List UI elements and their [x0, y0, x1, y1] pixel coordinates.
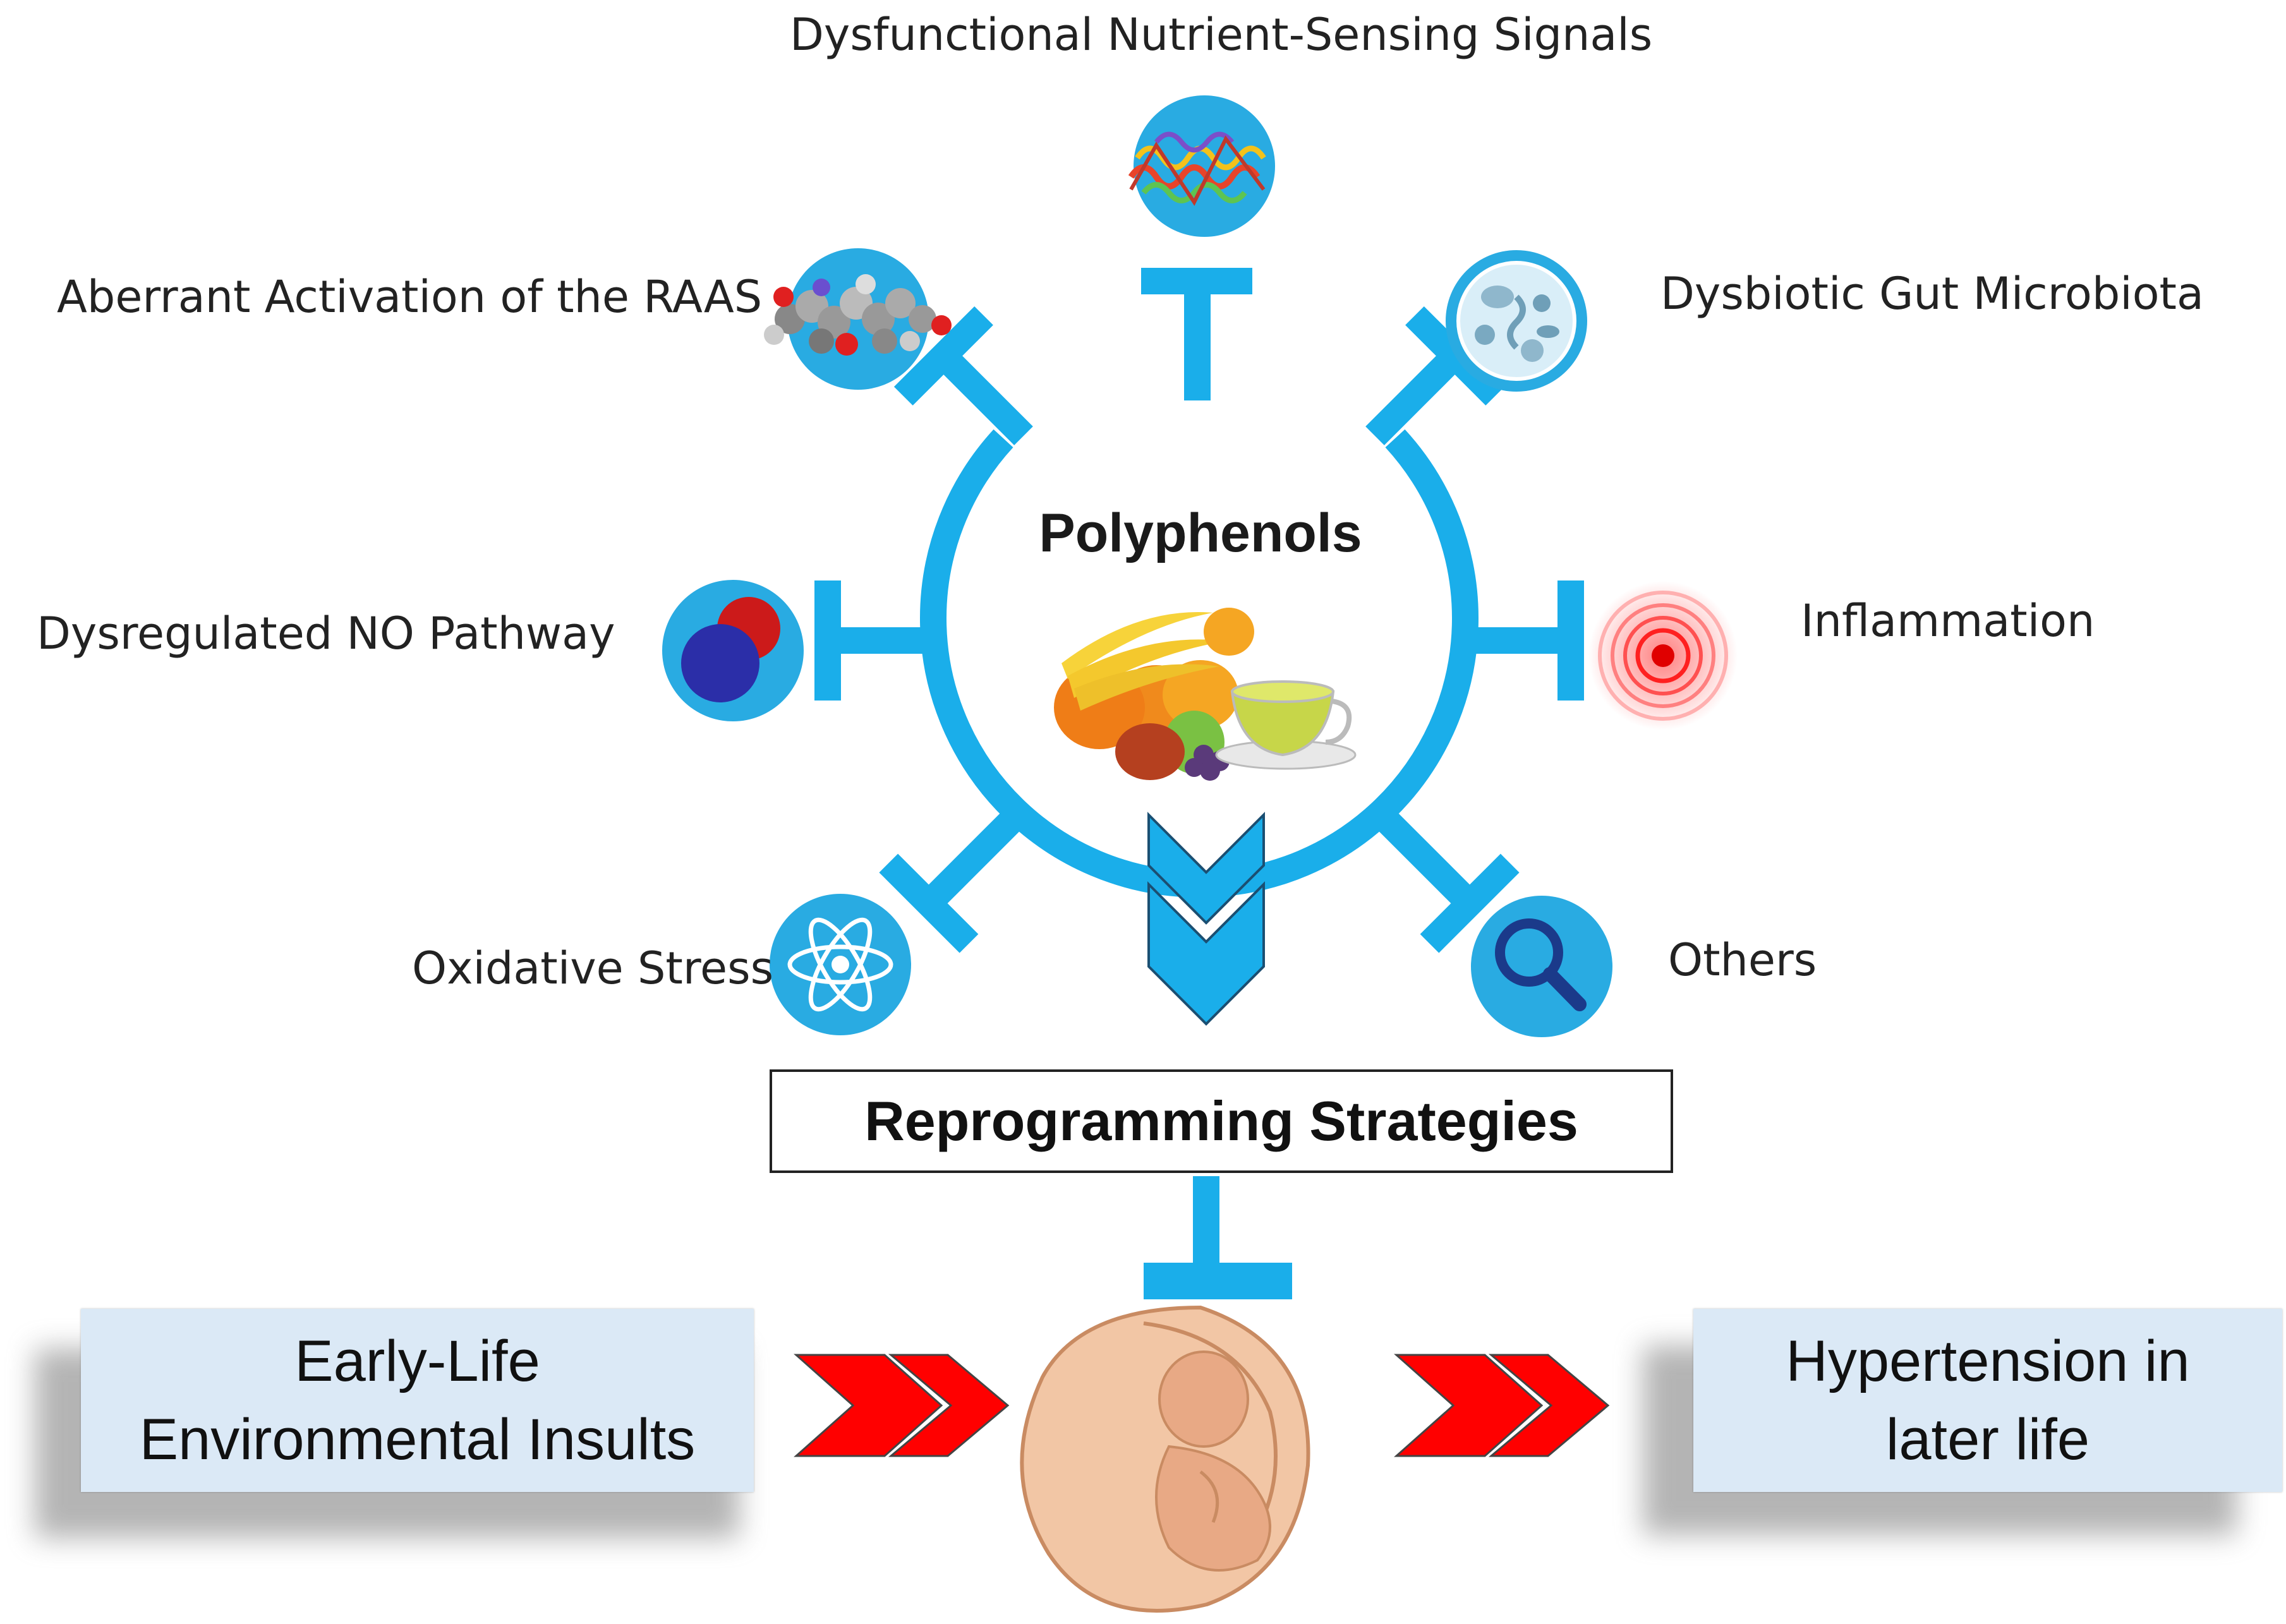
inhibitor-fetus: [1144, 1176, 1292, 1299]
microbiota-petri-icon: [1446, 250, 1587, 392]
label-no-pathway: Dysregulated NO Pathway: [37, 608, 615, 659]
label-oxidative-stress: Oxidative Stress: [412, 942, 774, 994]
label-gut-microbiota: Dysbiotic Gut Microbiota: [1660, 268, 2204, 320]
label-raas: Aberrant Activation of the RAAS: [57, 271, 763, 323]
early-life-insults-label: Early-Life Environmental Insults: [139, 1328, 696, 1472]
early-life-insults-box: Early-Life Environmental Insults: [81, 1309, 754, 1492]
inhibitor-left: [814, 580, 944, 701]
hypertension-box: Hypertension in later life: [1693, 1309, 2282, 1492]
inhibitor-top-bar: [1141, 268, 1252, 294]
molecule-model-icon: [764, 248, 952, 390]
double-chevron-down-icon: [1147, 812, 1265, 1026]
inflammation-rings-icon: [1588, 581, 1738, 730]
atom-icon: [770, 894, 911, 1035]
inhibitor-top-stem: [1184, 292, 1211, 400]
label-nutrient-sensing: Dysfunctional Nutrient-Sensing Signals: [790, 9, 1653, 61]
label-others: Others: [1668, 934, 1817, 986]
hypertension-label: Hypertension in later life: [1786, 1328, 2190, 1472]
hub-title: Polyphenols: [1039, 503, 1362, 563]
nitric-oxide-molecule-icon: [662, 580, 804, 721]
protein-structure-icon: [1128, 95, 1275, 237]
inhibitor-right: [1454, 580, 1584, 701]
fetus-illustration: [1020, 1305, 1310, 1613]
fruit-tea-illustration: [1054, 608, 1357, 781]
red-arrows-right: [1394, 1354, 1610, 1457]
red-arrows-left: [794, 1354, 1010, 1457]
inhibitor-lower-left: [879, 812, 1020, 953]
inhibitor-upper-left: [893, 306, 1033, 445]
inhibitor-lower-right: [1378, 812, 1520, 953]
label-inflammation: Inflammation: [1801, 595, 2095, 647]
polyphenol-hub: [814, 268, 1584, 953]
magnifier-icon: [1471, 896, 1612, 1037]
reprogramming-strategies-box: Reprogramming Strategies: [770, 1069, 1673, 1173]
reprogramming-strategies-label: Reprogramming Strategies: [864, 1090, 1578, 1152]
